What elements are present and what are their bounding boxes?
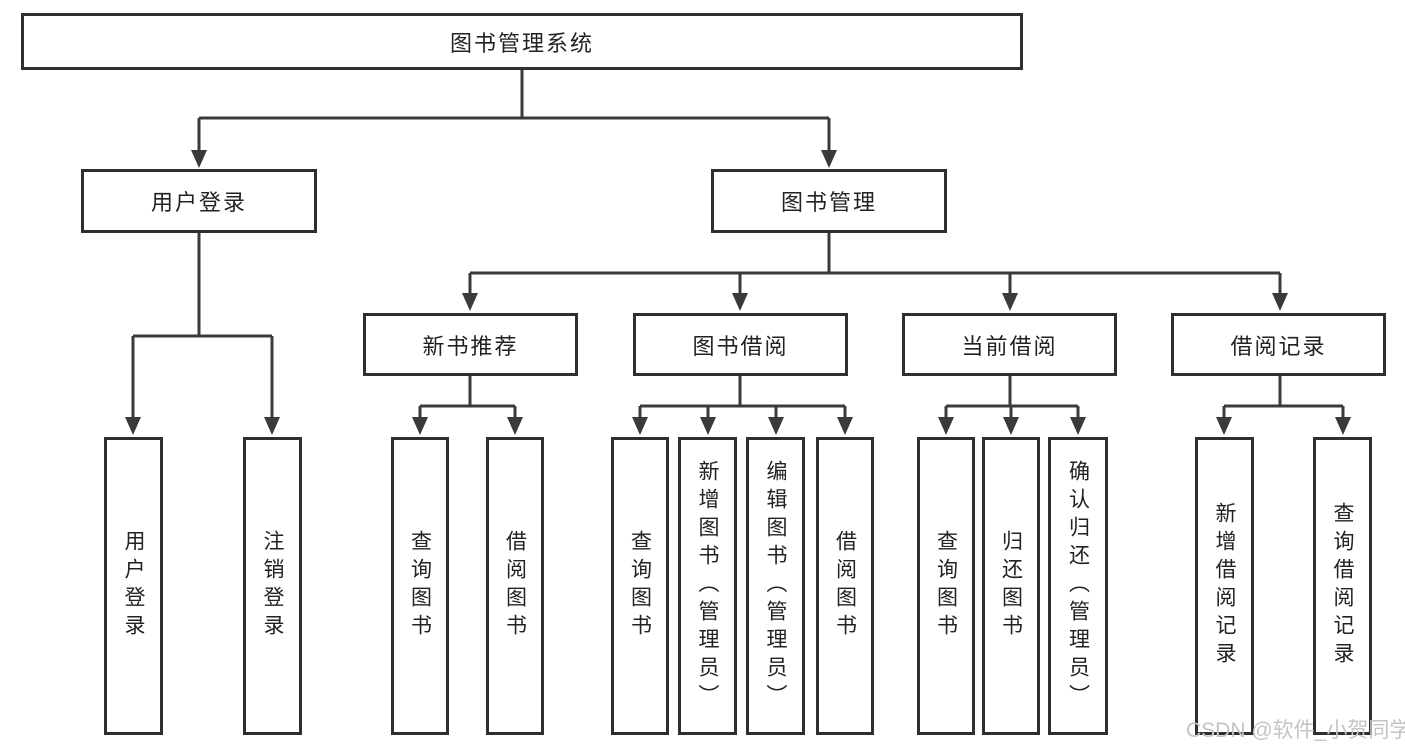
node-label: 图书管理系统 bbox=[449, 30, 594, 56]
leaf-confirm-return-admin: 确认归还（管理员） bbox=[1048, 437, 1108, 735]
leaf-label: 用户登录 bbox=[122, 530, 145, 642]
leaf-borrow-books: 借阅图书 bbox=[816, 437, 874, 735]
leaf-add-books-admin: 新增图书（管理员） bbox=[678, 437, 737, 735]
node-label: 新书推荐 bbox=[422, 333, 519, 359]
leaf-label: 查询图书 bbox=[628, 530, 652, 642]
leaf-label: 借阅图书 bbox=[503, 530, 527, 642]
node-current-borrow: 当前借阅 bbox=[902, 313, 1117, 376]
node-label: 图书管理 bbox=[780, 190, 877, 215]
node-label: 当前借阅 bbox=[961, 333, 1058, 359]
leaf-label: 借阅图书 bbox=[833, 530, 857, 642]
leaf-edit-books-admin: 编辑图书（管理员） bbox=[746, 437, 805, 735]
leaf-user-login: 用户登录 bbox=[104, 437, 163, 735]
node-library-management-system: 图书管理系统 bbox=[21, 13, 1023, 70]
node-user-login: 用户登录 bbox=[81, 169, 317, 233]
leaf-query-books-recommend: 查询图书 bbox=[391, 437, 449, 735]
node-new-book-recommend: 新书推荐 bbox=[363, 313, 578, 376]
leaf-query-books-current: 查询图书 bbox=[917, 437, 975, 735]
leaf-label: 注销登录 bbox=[261, 530, 284, 642]
leaf-label: 确认归还（管理员） bbox=[1066, 460, 1090, 712]
leaf-label: 新增借阅记录 bbox=[1213, 502, 1236, 670]
node-label: 图书借阅 bbox=[692, 333, 789, 359]
csdn-watermark: CSDN @软件_小贺同学 bbox=[1186, 719, 1405, 742]
leaf-label: 查询图书 bbox=[934, 530, 958, 642]
leaf-return-books: 归还图书 bbox=[982, 437, 1040, 735]
leaf-add-borrow-record: 新增借阅记录 bbox=[1195, 437, 1254, 735]
leaf-label: 编辑图书（管理员） bbox=[764, 460, 787, 712]
leaf-logout: 注销登录 bbox=[243, 437, 302, 735]
leaf-label: 查询图书 bbox=[408, 530, 432, 642]
leaf-label: 新增图书（管理员） bbox=[696, 460, 719, 712]
leaf-query-books-borrow: 查询图书 bbox=[611, 437, 669, 735]
leaf-label: 归还图书 bbox=[999, 530, 1023, 642]
leaf-borrow-books-recommend: 借阅图书 bbox=[486, 437, 544, 735]
node-label: 借阅记录 bbox=[1230, 333, 1327, 359]
leaf-label: 查询借阅记录 bbox=[1331, 502, 1354, 670]
leaf-query-borrow-record: 查询借阅记录 bbox=[1313, 437, 1372, 735]
node-book-borrow: 图书借阅 bbox=[633, 313, 848, 376]
node-book-management: 图书管理 bbox=[711, 169, 947, 233]
node-borrow-record: 借阅记录 bbox=[1171, 313, 1386, 376]
node-label: 用户登录 bbox=[150, 190, 247, 215]
